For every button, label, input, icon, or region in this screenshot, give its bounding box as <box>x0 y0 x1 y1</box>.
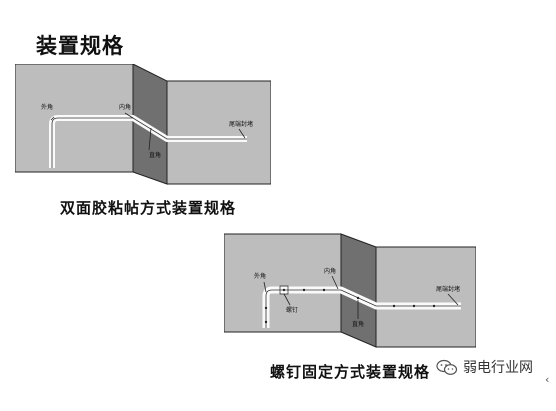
outer-corner-label: 外角 <box>254 272 266 280</box>
watermark: 弱电行业网 <box>436 357 533 377</box>
inner-corner-leader <box>331 275 339 290</box>
screw-leader <box>283 293 291 306</box>
adhesive-mounting-diagram: 外角 内角 直角 尾端封堵 <box>15 64 271 185</box>
inner-corner-label: 内角 <box>324 267 336 275</box>
straight-label: 直角 <box>352 320 364 328</box>
end-cap-label: 尾端封堵 <box>229 120 253 128</box>
screw-caption: 螺钉固定方式装置规格 <box>270 363 431 381</box>
left-wall <box>224 233 342 333</box>
outer-corner-label: 外角 <box>41 103 53 111</box>
adhesive-caption: 双面胶粘帖方式装置规格 <box>60 199 237 217</box>
end-cap-leader <box>447 293 459 306</box>
screw-callout-box <box>279 285 289 295</box>
right-wall <box>166 80 271 185</box>
screw-mounting-diagram: 外角 螺钉 内角 直角 尾端封堵 <box>224 233 476 348</box>
straight-leader <box>148 127 152 151</box>
screw-holes <box>264 288 436 324</box>
watermark-text: 弱电行业网 <box>463 360 533 376</box>
raceway-outline <box>265 289 461 328</box>
outer-corner-leader <box>50 116 55 121</box>
right-wall <box>375 246 476 348</box>
screw-label: 螺钉 <box>286 306 298 314</box>
inner-corner-label: 内角 <box>119 103 131 111</box>
raceway-outline <box>51 117 247 168</box>
wechat-icon <box>436 359 458 375</box>
end-cap-label: 尾端封堵 <box>436 285 460 293</box>
outer-corner-leader <box>263 281 267 293</box>
page-title: 装置规格 <box>36 33 124 58</box>
straight-label: 直角 <box>149 151 161 159</box>
end-cap-leader <box>238 128 246 139</box>
back-button[interactable]: ‹ <box>545 373 550 386</box>
inner-corner-leader <box>124 112 134 119</box>
